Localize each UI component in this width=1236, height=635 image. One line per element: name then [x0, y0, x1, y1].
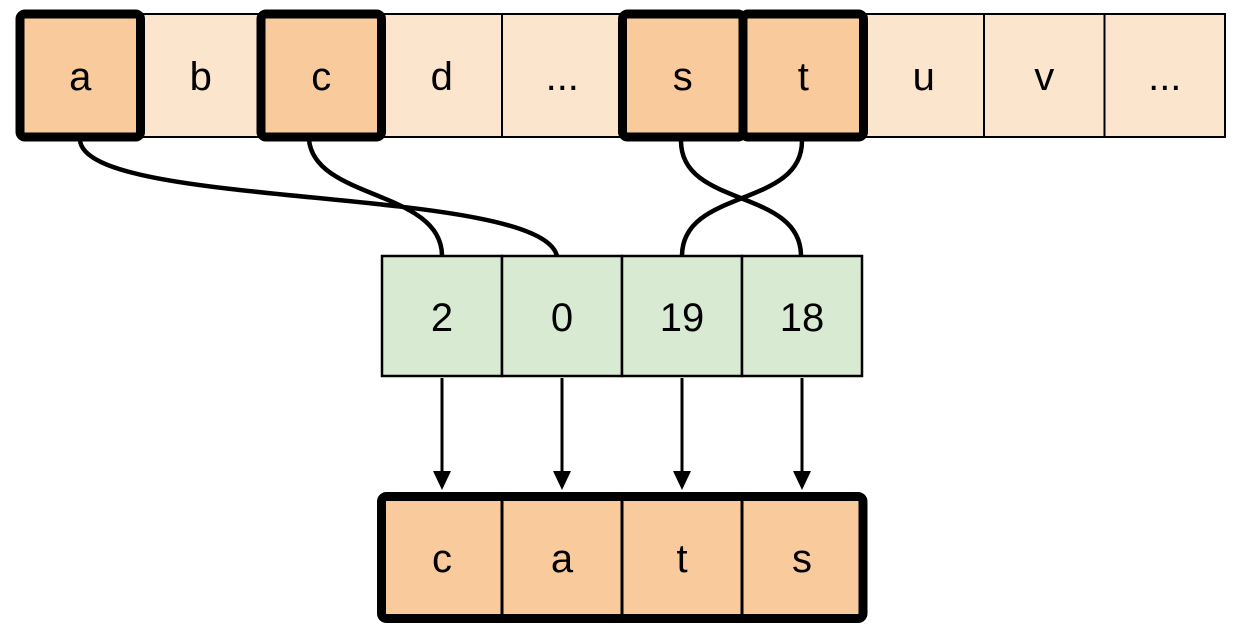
index-cell-2: [380, 254, 504, 378]
index-label-2: 2: [431, 296, 453, 340]
index-row: 2 0 19 18: [380, 254, 864, 378]
arrow-head-1: [433, 471, 451, 490]
connector-a-to-0: [77, 137, 560, 259]
alphabet-label-v: v: [1034, 55, 1054, 99]
alphabet-label-ellipsis-2: ...: [1148, 55, 1181, 99]
index-label-18: 18: [780, 296, 825, 340]
output-label-s: s: [792, 537, 812, 581]
alphabet-label-d: d: [431, 55, 453, 99]
output-label-a: a: [551, 537, 574, 581]
connector-c-to-2: [306, 137, 445, 259]
alphabet-cell-ellipsis-1: [501, 13, 624, 138]
index-cell-18: [740, 254, 864, 378]
alphabet-cell-ellipsis-2: [1103, 13, 1226, 138]
output-label-c: c: [432, 537, 452, 581]
alphabet-label-c: c: [311, 55, 331, 99]
alphabet-label-a: a: [69, 55, 92, 99]
alphabet-label-t: t: [798, 55, 809, 99]
output-row: c a t s: [377, 492, 868, 623]
output-cell-t: [620, 495, 744, 620]
arrow-head-4: [793, 471, 811, 490]
alphabet-cell-d: [380, 13, 503, 138]
alphabet-cell-t-highlighted: [738, 9, 868, 142]
arrow-head-3: [673, 471, 691, 490]
alphabet-cell-a-highlighted: [15, 9, 145, 142]
output-cell-a: [500, 495, 624, 620]
output-cell-s: [740, 495, 864, 620]
output-row-frame: [377, 492, 868, 623]
alphabet-label-s: s: [673, 55, 693, 99]
alphabet-label-b: b: [190, 55, 212, 99]
alphabet-cell-v: [983, 13, 1106, 138]
alphabet-cell-b: [139, 13, 262, 138]
alphabet-cell-c-highlighted: [256, 9, 386, 142]
letter-to-index-connectors: [77, 137, 805, 259]
index-to-output-arrows: [433, 378, 811, 490]
alphabet-row: a b c d ... s t u v ...: [15, 9, 1226, 142]
index-label-19: 19: [660, 296, 705, 340]
alphabet-label-ellipsis-1: ...: [546, 55, 579, 99]
index-cell-0: [500, 254, 624, 378]
output-label-t: t: [676, 537, 687, 581]
alphabet-label-u: u: [913, 55, 935, 99]
connector-t-to-19: [679, 138, 805, 259]
index-label-0: 0: [551, 296, 573, 340]
arrow-head-2: [553, 471, 571, 490]
